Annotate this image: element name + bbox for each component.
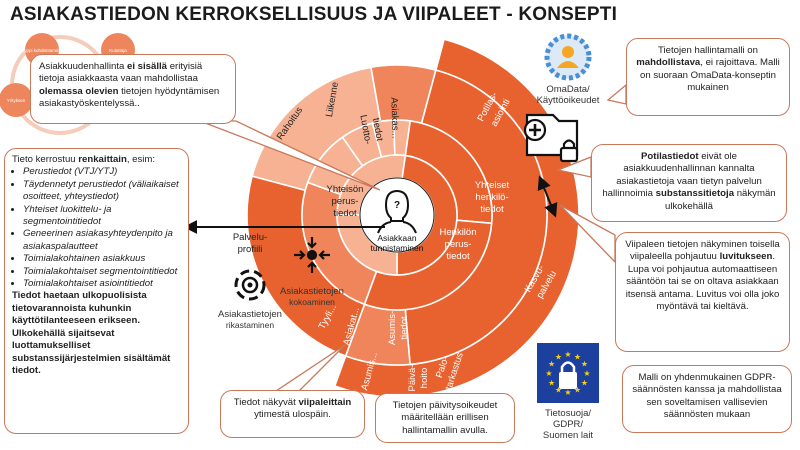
eu-gdpr-flag-icon: ★★★★★★★★★★★★ xyxy=(537,343,599,403)
background-circle-left xyxy=(0,83,33,117)
eu-star-icon: ★ xyxy=(581,379,588,388)
eu-star-icon: ★ xyxy=(548,379,555,388)
list-item: Toimialakohtaiset segmentointitiedot xyxy=(23,266,181,278)
eu-star-icon: ★ xyxy=(574,385,581,394)
layered-ring-chart xyxy=(246,38,580,398)
center-label-line1: Asiakkaan xyxy=(377,233,416,243)
callout-viipaleittain: Tiedot näkyvät viipaleittain ytimestä ul… xyxy=(220,390,365,438)
target-icon xyxy=(234,269,266,301)
medical-records-icon xyxy=(523,113,579,163)
callout-footer: Tiedot haetaan ulkopuolisista tietovaran… xyxy=(12,290,171,376)
omadata-badge-icon xyxy=(544,33,592,81)
background-circle-top-label: Tyyppi kohdentaminen xyxy=(19,48,65,53)
ring2-label-yhteiset-2: henkilö- xyxy=(475,192,508,203)
ring3-label-paivahoito-2: hoito xyxy=(419,368,430,389)
background-circle-right-label: Kuluttaja xyxy=(109,48,127,53)
eu-star-icon: ★ xyxy=(555,353,562,362)
list-item: Yhteiset luokittelu- ja segmentointitied… xyxy=(23,204,181,229)
center-label-line2: tunnistaminen xyxy=(371,243,424,253)
ring2-label-yhteiset-3: tiedot xyxy=(480,204,504,215)
ring1-label-yhteison-2: perus- xyxy=(332,196,359,207)
ring3-label-asumistiedot-2: tiedot xyxy=(399,316,410,340)
eu-star-ring: ★★★★★★★★★★★★ xyxy=(545,350,590,397)
list-item: Toimialakohtainen asiakkuus xyxy=(23,253,181,265)
eu-star-icon: ★ xyxy=(583,369,590,378)
page-title: ASIAKASTIEDON KERROKSELLISUUS JA VIIPALE… xyxy=(10,4,618,25)
list-item: Toimialakohtaiset asiointitiedot xyxy=(23,278,181,290)
ring1-label-yhteison: Yhteisön xyxy=(327,184,364,195)
callout-paivitysoikeudet: Tietojen päivitysoikeudet määritellään e… xyxy=(375,393,515,443)
callout-asiakkuudenhallinta: Asiakkuudenhallinta ei sisällä erityisiä… xyxy=(30,54,236,124)
ring1-label-henkilon-3: tiedot xyxy=(446,251,470,262)
center-identification: ? Asiakkaan tunnistaminen xyxy=(359,177,435,253)
ring3-label-asumistiedot: Asumis- xyxy=(387,311,398,345)
eu-star-icon: ★ xyxy=(581,360,588,369)
list-item: Perustiedot (VTJ/YTJ) xyxy=(23,166,181,178)
eu-star-icon: ★ xyxy=(564,350,571,359)
combining-label: Asiakastietojen kokoaminen xyxy=(280,286,344,307)
ring2-label-yhteiset: Yhteiset xyxy=(475,180,510,191)
list-item: Geneerinen asiakasyhteydenpito ja asiaka… xyxy=(23,228,181,253)
layer-examples-list: Perustiedot (VTJ/YTJ) Täydennetyt perust… xyxy=(12,166,181,290)
person-question-icon: ? xyxy=(377,189,417,234)
eu-star-icon: ★ xyxy=(548,360,555,369)
eu-star-icon: ★ xyxy=(564,388,571,397)
ring2-label-luotto-2: tiedot xyxy=(370,117,385,142)
ring2-label-palvelu-2: profiili xyxy=(238,244,263,255)
ring2-label-asiakas: Asiakas... xyxy=(388,97,400,139)
list-item: Täydennetyt perustiedot (väliaikaiset os… xyxy=(23,179,181,204)
double-arrow-connector xyxy=(537,175,558,218)
callout-hallintamalli: Tietojen hallintamalli on mahdollistava,… xyxy=(626,38,790,116)
enrichment-label: Asiakastietojen rikastaminen xyxy=(218,309,282,330)
callout-potilastiedot: Potilastiedot eivät ole asiakkuudenhalli… xyxy=(591,144,787,222)
eu-star-icon: ★ xyxy=(555,385,562,394)
svg-text:?: ? xyxy=(394,200,400,211)
callout-gdpr: Malli on yhdenmukainen GDPR-säännösten k… xyxy=(622,365,792,433)
ring1-label-henkilon: Henkilön xyxy=(440,227,477,238)
ring2-label-palvelu: Palvelu- xyxy=(233,232,267,243)
background-circle-left-label: Yrityksen xyxy=(7,98,26,103)
ring1-label-yhteison-3: tiedot xyxy=(333,208,357,219)
ring1-label-henkilon-2: perus- xyxy=(445,239,472,250)
callout-luvitus: Viipaleen tietojen näkyminen toisella vi… xyxy=(615,232,790,352)
eu-star-icon: ★ xyxy=(574,353,581,362)
ring3-label-paivahoito: Päivä- xyxy=(407,365,418,392)
eu-star-icon: ★ xyxy=(545,369,552,378)
arrows-inward-icon xyxy=(294,237,330,273)
gdpr-label: Tietosuoja/ GDPR/ Suomen lait xyxy=(542,408,594,441)
callout-renkaittain: Tieto kerrostuu renkaittain, esim: Perus… xyxy=(4,148,189,434)
omadata-label: OmaData/ Käyttöoikeudet xyxy=(536,84,600,106)
ring2-label-luotto: Luotto- xyxy=(357,114,373,145)
